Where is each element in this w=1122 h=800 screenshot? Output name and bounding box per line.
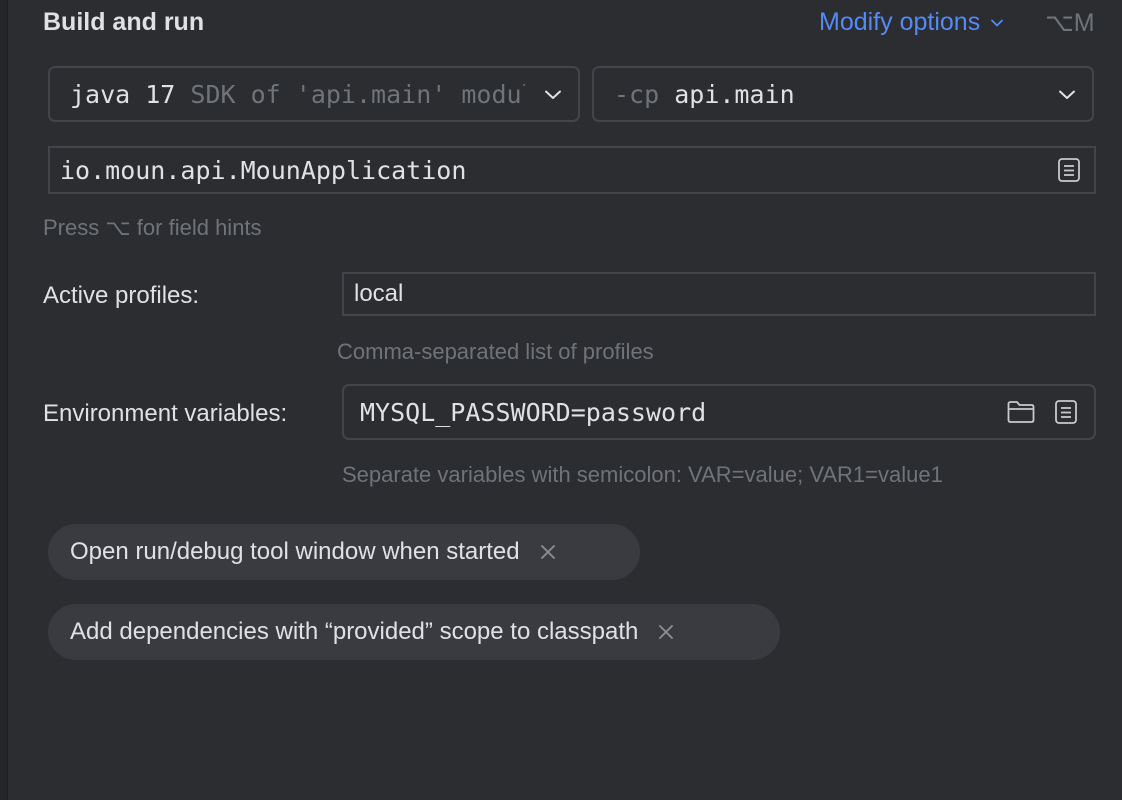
env-vars-field[interactable]: MYSQL_PASSWORD=password	[342, 384, 1096, 440]
section-title: Build and run	[43, 8, 205, 36]
option-chip-provided-scope: Add dependencies with “provided” scope t…	[48, 604, 780, 660]
close-icon[interactable]	[658, 624, 674, 640]
main-class-field[interactable]: io.moun.api.MounApplication	[48, 146, 1096, 194]
modify-options-link[interactable]: Modify options	[819, 8, 1004, 37]
chevron-down-icon	[1059, 90, 1075, 99]
active-profiles-field[interactable]: local	[342, 272, 1096, 316]
left-panel-edge	[0, 0, 8, 800]
expand-text-icon[interactable]	[1053, 399, 1079, 425]
option-chip-label: Open run/debug tool window when started	[70, 538, 520, 565]
chevron-down-icon	[545, 90, 561, 99]
env-vars-hint: Separate variables with semicolon: VAR=v…	[342, 462, 943, 487]
chevron-down-icon	[991, 19, 1004, 26]
env-vars-value: MYSQL_PASSWORD=password	[360, 397, 707, 427]
jre-sdk-note: SDK of 'api.main' module	[190, 79, 525, 109]
option-chip-label: Add dependencies with “provided” scope t…	[70, 618, 639, 645]
option-chip-open-tool-window: Open run/debug tool window when started	[48, 524, 640, 580]
close-icon[interactable]	[540, 544, 556, 560]
modify-options-shortcut: ⌥M	[1045, 9, 1095, 37]
jre-select[interactable]: java 17 SDK of 'api.main' module	[48, 66, 580, 122]
main-class-value: io.moun.api.MounApplication	[60, 155, 467, 185]
classpath-module: api.main	[674, 79, 795, 109]
classpath-module-select[interactable]: -cp api.main	[592, 66, 1094, 122]
expand-text-icon[interactable]	[1056, 157, 1082, 183]
jre-java-version: java 17	[70, 79, 176, 109]
active-profiles-label: Active profiles:	[43, 282, 200, 309]
classpath-flag: -cp	[614, 79, 660, 109]
modify-options-label: Modify options	[819, 8, 981, 36]
field-hints-text: Press ⌥ for field hints	[43, 215, 262, 240]
active-profiles-hint: Comma-separated list of profiles	[337, 339, 654, 364]
folder-icon[interactable]	[1006, 399, 1036, 425]
env-vars-label: Environment variables:	[43, 400, 288, 427]
active-profiles-value: local	[354, 280, 404, 307]
